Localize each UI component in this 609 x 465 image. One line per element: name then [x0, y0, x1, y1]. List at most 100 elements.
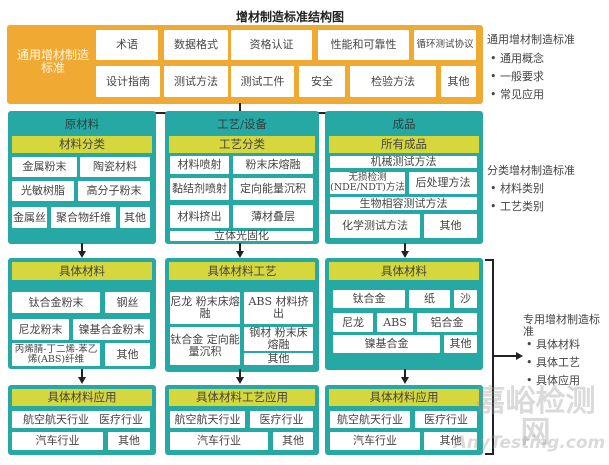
side-item: • 具体工艺	[526, 356, 580, 370]
side-heading: 通用增材制造标准	[487, 33, 575, 47]
arrow-down-icon	[401, 377, 409, 384]
general-item: 其他	[441, 66, 476, 97]
raw-material-item: 金属粉末	[12, 157, 77, 177]
general-item: 安全	[299, 66, 345, 97]
specific-product-item: ABS	[377, 313, 413, 332]
application-subheader: 具体材料工艺应用	[169, 389, 315, 406]
process-item: 粉末床熔融	[233, 156, 313, 174]
specific-product-item: 镍基合金	[333, 335, 440, 353]
connector-line	[81, 243, 83, 252]
process-item: 材料挤出	[170, 205, 229, 228]
category-subheader: 所有成品	[329, 136, 479, 153]
connector-line	[485, 453, 494, 455]
arrow-down-icon	[236, 251, 244, 258]
arrow-right-icon	[516, 352, 523, 360]
specific-material-item: 丙烯腈-丁二烯-苯乙烯(ABS)纤维	[12, 343, 100, 366]
application-subheader: 具体材料应用	[12, 389, 152, 406]
application-subheader: 具体材料应用	[329, 389, 479, 406]
specific-material-item: 其他	[105, 343, 150, 366]
diagram-title: 增材制造标准结构图	[235, 9, 344, 24]
application-item: 医疗行业	[92, 411, 150, 428]
general-item: 数据格式	[164, 30, 228, 60]
product-item: 后处理方法	[409, 172, 477, 194]
arrow-down-icon	[236, 377, 244, 384]
product-item: 生物相容测试方法	[330, 197, 477, 210]
category-header: 工艺/设备	[217, 116, 267, 131]
category-header: 原材料	[64, 116, 100, 131]
application-item: 航空航天行业	[330, 411, 410, 428]
side-item: • 具体应用	[526, 374, 580, 388]
raw-material-item: 陶瓷材料	[80, 157, 150, 177]
arrow-down-icon	[401, 251, 409, 258]
application-item: 医疗行业	[250, 411, 313, 428]
application-item: 航空航天行业	[12, 411, 100, 428]
product-item: 化学测试方法	[330, 214, 420, 238]
general-item: 性能和可靠性	[318, 30, 409, 60]
application-item: 其他	[108, 432, 150, 450]
raw-material-item: 其他	[120, 207, 150, 228]
category-subheader: 工艺分类	[169, 136, 315, 153]
specific-subheader: 具体材料	[12, 262, 152, 280]
connector-line	[239, 243, 241, 252]
connector-line	[239, 103, 241, 114]
general-standards-label: 通用增材制造标准	[16, 48, 89, 75]
side-item: • 工艺类别	[490, 200, 544, 214]
connector-line	[404, 369, 406, 378]
connector-line	[81, 369, 83, 378]
side-item: • 具体材料	[526, 338, 580, 352]
connector-line	[239, 369, 241, 378]
specific-product-item: 铝合金	[417, 313, 477, 332]
application-item: 汽车行业	[170, 432, 268, 450]
product-item: 无损检测(NDE/NDT)方法	[330, 172, 405, 194]
product-item: 机械测试方法	[330, 156, 477, 168]
process-item: 立体光固化	[170, 230, 313, 242]
connector-line	[492, 259, 494, 455]
raw-material-item: 金属丝	[12, 207, 47, 228]
raw-material-item: 光敏树脂	[12, 181, 74, 201]
application-item: 其他	[424, 432, 477, 450]
side-heading: 专用增材制造标准	[523, 313, 600, 338]
process-item: 黏结剂喷射	[170, 178, 229, 200]
specific-process-item: 钛合金 定向能量沉积	[170, 327, 240, 365]
specific-subheader: 具体材料工艺	[169, 262, 315, 280]
specific-product-item: 钛合金	[333, 290, 405, 308]
application-item: 航空航天行业	[170, 411, 245, 428]
general-item: 测试工件	[231, 66, 294, 97]
application-item: 医疗行业	[415, 411, 477, 428]
specific-process-item: 尼龙 粉末床熔融	[170, 292, 240, 324]
watermark-logo-url: AnyTesting.com	[453, 433, 606, 454]
arrow-down-icon	[78, 377, 86, 384]
general-item: 检验方法	[350, 66, 436, 97]
raw-material-item: 高分子粉末	[78, 181, 150, 201]
specific-product-item: 纸	[409, 290, 450, 308]
side-item: • 一般要求	[490, 70, 544, 84]
raw-material-item: 聚合物纤维	[51, 207, 116, 228]
general-item: 资格认证	[231, 30, 312, 60]
side-item: • 通用概念	[490, 52, 544, 66]
specific-subheader: 具体材料	[329, 262, 479, 280]
process-item: 薄材叠层	[233, 205, 313, 228]
process-item: 定向能量沉积	[233, 178, 313, 200]
specific-material-item: 钛合金粉末	[12, 292, 100, 313]
side-heading: 分类增材制造标准	[487, 164, 575, 178]
application-item: 汽车行业	[330, 432, 420, 450]
specific-product-item: 尼龙	[333, 313, 373, 332]
connector-line	[485, 259, 494, 261]
process-item: 材料喷射	[170, 156, 229, 174]
application-item: 汽车行业	[12, 432, 103, 450]
specific-material-item: 镍基合金粉末	[73, 319, 150, 340]
general-item: 测试方法	[164, 66, 228, 97]
product-item: 其他	[424, 214, 477, 238]
specific-process-item: 其他	[244, 353, 313, 365]
application-item: 其他	[273, 432, 313, 450]
general-item: 循环测试协议	[414, 30, 476, 60]
connector-line	[493, 355, 517, 357]
specific-material-item: 尼龙粉末	[12, 319, 69, 340]
specific-product-item: 其他	[444, 335, 477, 353]
category-subheader: 材料分类	[12, 136, 152, 153]
specific-material-item: 钢丝	[105, 292, 150, 313]
watermark-logo: 嘉峪检测网	[475, 383, 596, 450]
side-item: • 材料类别	[490, 182, 544, 196]
specific-product-item: 沙	[454, 290, 477, 308]
